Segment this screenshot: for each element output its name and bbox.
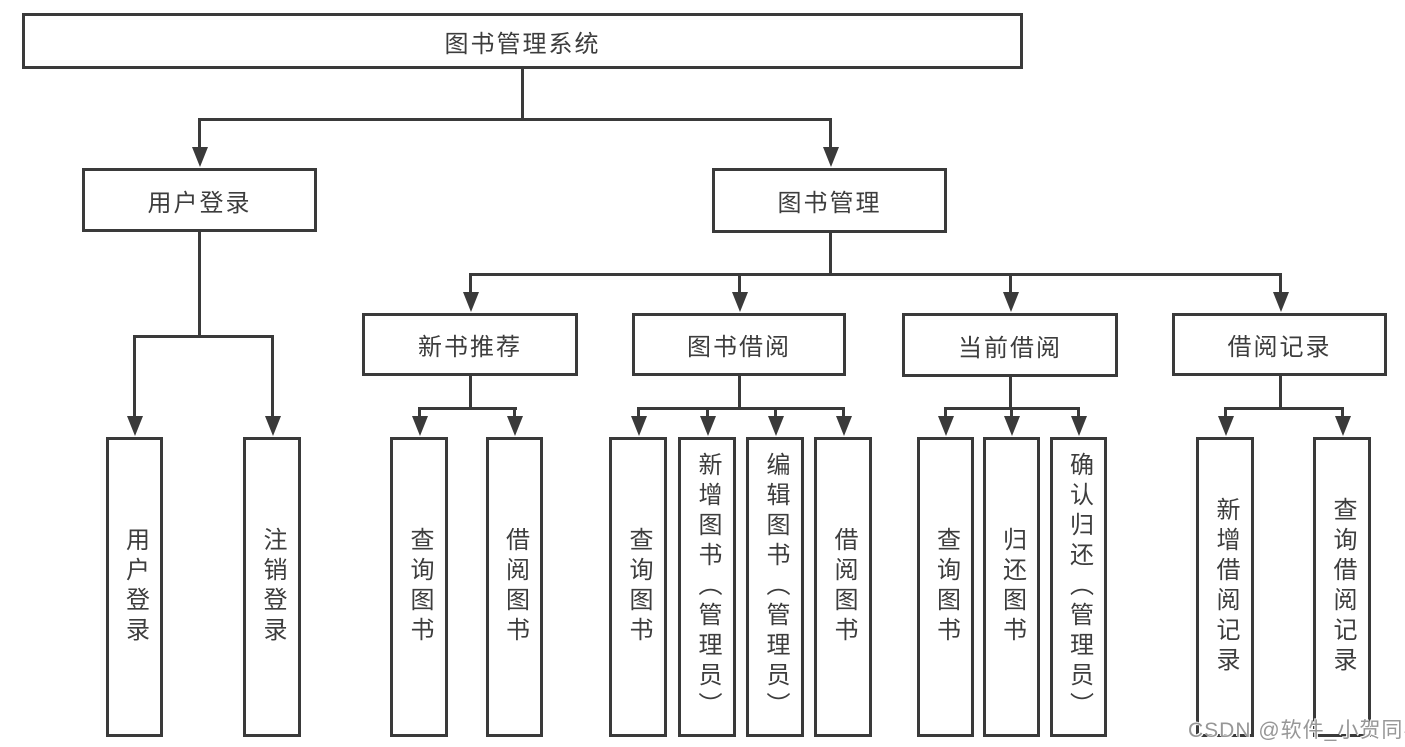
connector-borrow-records-stem	[1279, 376, 1282, 410]
connector-borrow-records-branch	[1224, 407, 1344, 410]
node-library-system: 图书管理系统	[22, 13, 1023, 69]
connector-book-borrow-stem	[738, 376, 741, 410]
arrow-down-icon	[738, 273, 741, 293]
leaf-add-books-admin: 新增图书（管理员）	[678, 437, 736, 737]
leaf-logout: 注销登录	[243, 437, 301, 737]
arrow-down-icon	[271, 335, 274, 417]
leaf-confirm-return-admin: 确认归还（管理员）	[1050, 437, 1107, 737]
arrow-down-icon	[1010, 407, 1013, 417]
leaf-add-borrow-record: 新增借阅记录	[1196, 437, 1254, 737]
node-borrow-records: 借阅记录	[1172, 313, 1387, 376]
connector-current-borrow-stem	[1009, 377, 1012, 410]
arrow-down-icon	[944, 407, 947, 417]
connector-root-branch	[198, 118, 831, 121]
arrow-down-icon	[469, 273, 472, 293]
node-user-login: 用户登录	[82, 168, 317, 232]
arrow-down-icon	[513, 407, 516, 417]
arrow-down-icon	[133, 335, 136, 417]
leaf-borrow-books-recommend: 借阅图书	[486, 437, 543, 737]
leaf-query-books-borrow: 查询图书	[609, 437, 667, 737]
node-book-borrow: 图书借阅	[632, 313, 846, 376]
arrow-down-icon	[198, 118, 201, 148]
connector-book-mgmt-stem	[829, 233, 832, 276]
arrow-down-icon	[842, 407, 845, 417]
node-book-management: 图书管理	[712, 168, 947, 233]
connector-book-mgmt-branch	[469, 273, 1281, 276]
leaf-return-books: 归还图书	[983, 437, 1040, 737]
node-new-book-recommend: 新书推荐	[362, 313, 578, 376]
leaf-user-login: 用户登录	[106, 437, 163, 737]
connector-root-stem	[521, 69, 524, 121]
arrow-down-icon	[1224, 407, 1227, 417]
arrow-down-icon	[418, 407, 421, 417]
csdn-watermark: CSDN @软件_小贺同学	[1188, 719, 1405, 742]
arrow-down-icon	[1279, 273, 1282, 293]
connector-new-books-branch	[418, 407, 517, 410]
arrow-down-icon	[1077, 407, 1080, 417]
leaf-query-books-current: 查询图书	[917, 437, 974, 737]
arrow-down-icon	[774, 407, 777, 417]
leaf-query-borrow-record: 查询借阅记录	[1313, 437, 1371, 737]
arrow-down-icon	[706, 407, 709, 417]
connector-new-books-stem	[469, 376, 472, 410]
connector-user-login-stem	[198, 232, 201, 338]
arrow-down-icon	[1341, 407, 1344, 417]
arrow-down-icon	[637, 407, 640, 417]
leaf-edit-books-admin: 编辑图书（管理员）	[746, 437, 804, 737]
connector-user-login-branch	[133, 335, 274, 338]
leaf-borrow-books: 借阅图书	[814, 437, 872, 737]
arrow-down-icon	[829, 118, 832, 148]
arrow-down-icon	[1009, 273, 1012, 293]
connector-book-borrow-branch	[637, 407, 845, 410]
leaf-query-books-recommend: 查询图书	[390, 437, 448, 737]
node-current-borrow: 当前借阅	[902, 313, 1118, 377]
